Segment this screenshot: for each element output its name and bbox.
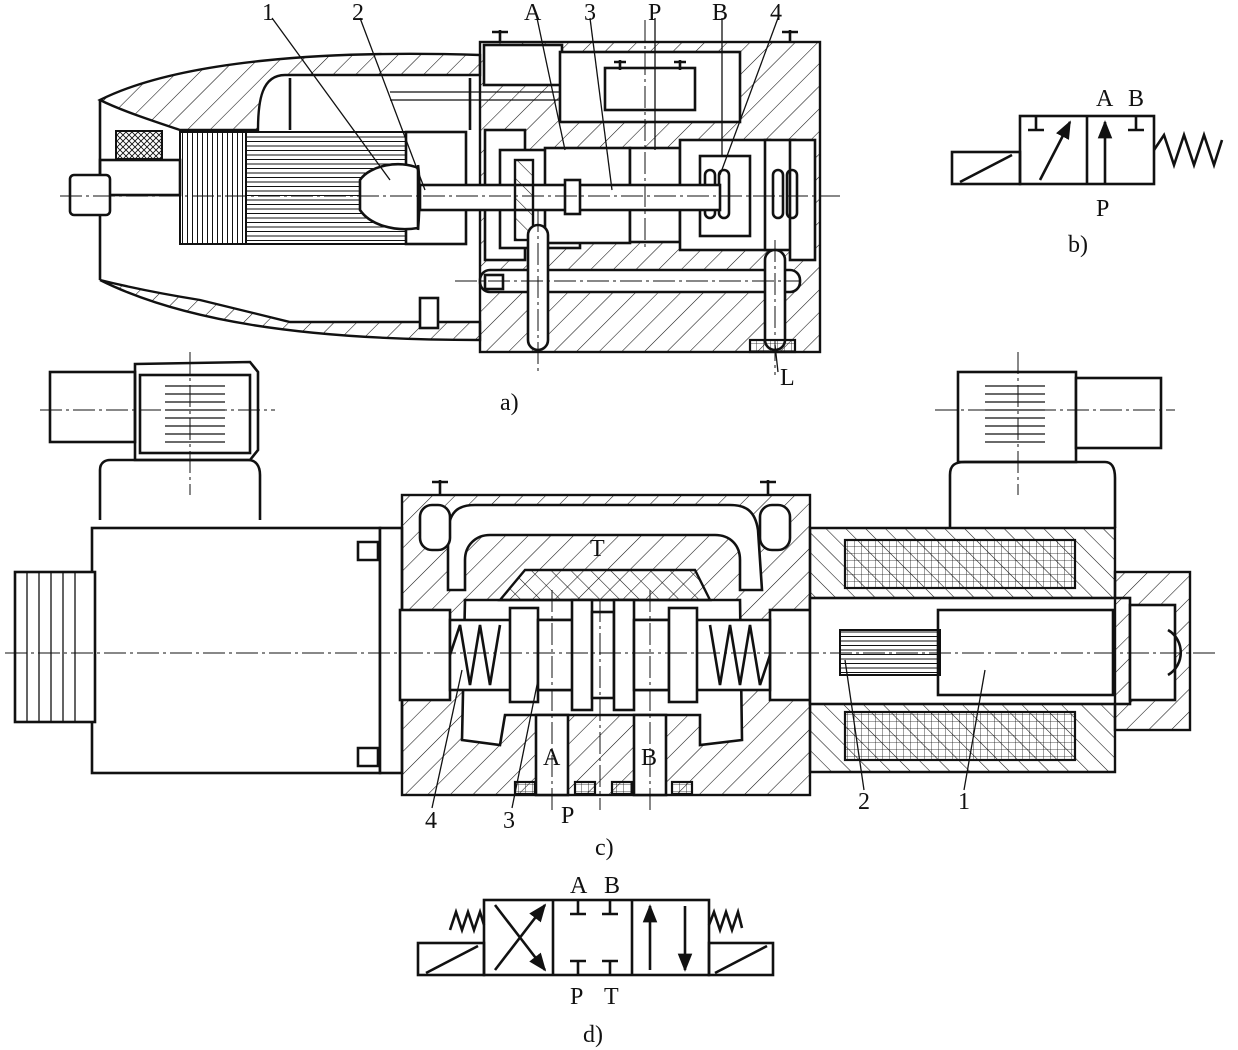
panel-b-symbol	[950, 114, 1224, 186]
caption-c: c)	[595, 835, 614, 861]
label-d-B: B	[604, 873, 620, 899]
label-c-T: T	[590, 536, 605, 562]
label-c-A: A	[543, 745, 561, 771]
label-b-P: P	[1096, 196, 1109, 222]
caption-b: b)	[1068, 232, 1088, 258]
panel-d-labels: A B P T d)	[570, 873, 620, 1048]
label-a-4: 4	[770, 0, 782, 26]
label-b-B: B	[1128, 86, 1144, 112]
label-c-P: P	[561, 803, 574, 829]
label-a-L: L	[780, 365, 795, 391]
label-c-4: 4	[425, 808, 437, 834]
panel-c-drawing	[5, 352, 1215, 810]
panel-a-labels: 1 2 A 3 P B 4 L a)	[262, 0, 795, 416]
label-c-3: 3	[503, 808, 515, 834]
label-a-P: P	[648, 0, 661, 26]
label-a-3: 3	[584, 0, 596, 26]
panel-a-drawing	[60, 17, 840, 375]
panel-d-symbol	[416, 898, 775, 977]
label-a-2: 2	[352, 0, 364, 26]
label-d-T: T	[604, 984, 619, 1010]
label-d-P: P	[570, 984, 583, 1010]
label-b-A: A	[1096, 86, 1114, 112]
label-c-B: B	[641, 745, 657, 771]
label-a-A: A	[524, 0, 542, 26]
label-d-A: A	[570, 873, 588, 899]
caption-a: a)	[500, 390, 519, 416]
label-a-B: B	[712, 0, 728, 26]
caption-d: d)	[583, 1022, 603, 1048]
panel-b-labels: A B P b)	[1068, 86, 1144, 258]
label-c-2: 2	[858, 789, 870, 815]
label-c-1: 1	[958, 789, 970, 815]
label-a-1: 1	[262, 0, 274, 26]
panel-c-labels: T A B 4 3 P 2 1 c)	[425, 536, 970, 861]
